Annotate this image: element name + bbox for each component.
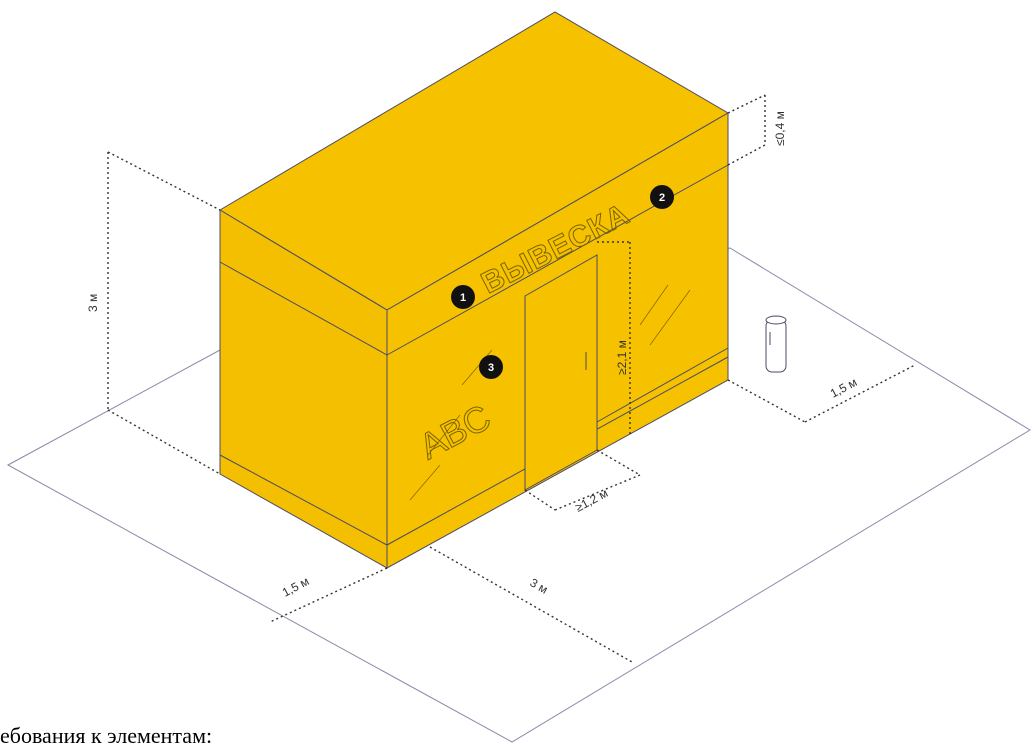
fascia-line-left [219,261,388,356]
badge-number: 1 [460,292,466,304]
dim-front-length-label: 3 м [528,575,551,596]
plinth-line-left [219,454,388,546]
dim-door-width-label: ≥1,2 м [573,486,610,515]
badge-number: 3 [488,362,494,374]
trash-bin-icon [765,315,787,373]
dim-height-label: 3 м [86,294,100,312]
dim-sign-height-label: ≤0,4 м [773,111,787,146]
window-glint [639,284,669,326]
caption-text: ебования к элементам: [0,723,213,748]
plinth-shelf [596,347,729,423]
kiosk: ВЫВЕСКА ABC [219,11,729,569]
badge-3: 3 [479,355,503,379]
kiosk-door [524,254,598,491]
dim-side-left-label: 1,5 м [280,574,312,600]
dim-door-height-label: ≥2,1 м [615,340,629,375]
badge-number: 2 [659,192,665,204]
window-glint [649,289,691,346]
ground-area [6,247,1031,743]
dimension-lines [107,94,916,663]
badge-2: 2 [650,185,674,209]
window-glint [427,414,461,456]
badge-1: 1 [451,285,475,309]
window-glint [409,464,441,501]
